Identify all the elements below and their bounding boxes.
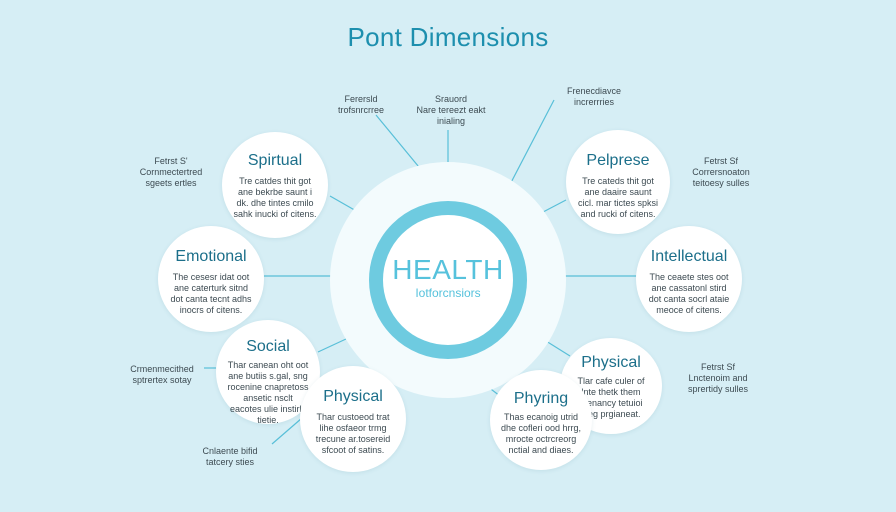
node-body: Tlar cafe culer of lnte thetk them tuena… — [577, 376, 645, 419]
node-title: Spirtual — [247, 152, 303, 169]
node-title: Physical — [323, 388, 383, 405]
node-emotional: Emotional The cesesr idat oot ane catert… — [158, 226, 264, 332]
note-bottom-left: Cnlaente bifid tatcery sties — [202, 446, 258, 467]
node-body: Thas ecanoig utrid dhe cofleri ood hrrg,… — [500, 412, 582, 455]
page-title: Pont Dimensions — [347, 22, 549, 52]
node-title: Phyring — [513, 390, 569, 407]
node-body: Thar custoeod trat lihe osfaeor trmg tre… — [315, 412, 391, 455]
node-spiritual: Spirtual Tre catdes thit got ane bekrbe … — [222, 132, 328, 238]
note-top-right: Frenecdiavce increrrries — [566, 86, 622, 107]
node-body: The cesesr idat oot ane caterturk sitnd … — [170, 272, 252, 315]
note-left-upper: Fetrst S' Cornmectertred sgeets ertles — [139, 156, 203, 188]
node-phyring: Phyring Thas ecanoig utrid dhe cofleri o… — [490, 370, 592, 470]
node-body: Tre cateds thit got ane daaire saunt cic… — [577, 176, 658, 219]
node-title: Emotional — [175, 248, 247, 265]
center-subtitle: Iotforcnsiors — [415, 286, 481, 300]
node-body: Tre catdes thit got ane bekrbe saunt i d… — [233, 176, 317, 219]
connector-top-right — [503, 99, 555, 197]
connector-bottom-left — [271, 417, 303, 445]
node-title: Physical — [581, 354, 641, 371]
node-title: Social — [246, 338, 290, 355]
node-intellectual: Intellectual The ceaete stes oot ane cas… — [636, 226, 742, 332]
node-body: Thar canean oht oot ane butiis s.gal, sn… — [227, 360, 309, 425]
note-top-center: Srauord Nare tereezt eakt inialing — [416, 94, 486, 126]
note-right-upper: Fetrst Sf Corrersnoaton teitoesy sulles — [692, 156, 750, 188]
node-title: Pelprese — [586, 152, 650, 169]
note-top-left: Ferersld trofsnrcrree — [337, 94, 384, 115]
node-title: Intellectual — [650, 248, 728, 265]
node-purpose: Pelprese Tre cateds thit got ane daaire … — [566, 130, 670, 234]
node-body: The ceaete stes oot ane cassatonl stird … — [648, 272, 730, 315]
note-left-lower: Crmenmecithed sptrertex sotay — [130, 364, 194, 385]
center-title: HEALTH — [392, 254, 504, 285]
node-physical-bottom: Physical Thar custoeod trat lihe osfaeor… — [300, 366, 406, 472]
note-right-lower: Fetrst Sf Lnctenoim and sprertidy sulles — [687, 362, 749, 394]
